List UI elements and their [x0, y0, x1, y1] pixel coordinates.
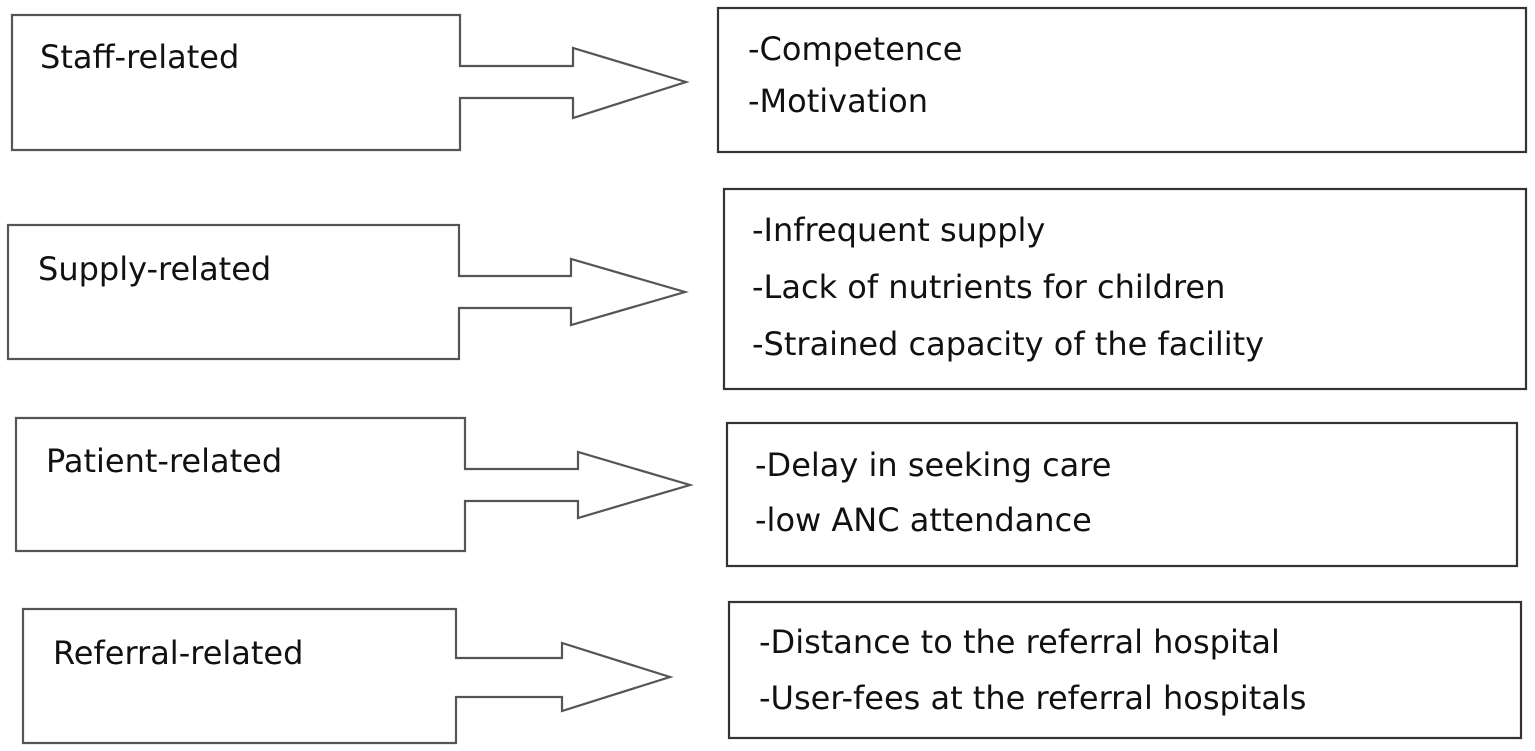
- item-patient-1: -Delay in seeking care: [755, 446, 1112, 484]
- item-referral-2: -User-fees at the referral hospitals: [759, 679, 1307, 717]
- category-label-supply: Supply-related: [38, 250, 272, 288]
- category-label-patient: Patient-related: [46, 442, 283, 480]
- item-staff-1: -Competence: [748, 30, 963, 68]
- item-box-referral: [727, 600, 1523, 740]
- item-supply-3: -Strained capacity of the facility: [752, 325, 1265, 363]
- category-label-staff: Staff-related: [40, 38, 240, 76]
- row-referral: [21, 600, 1523, 745]
- row-patient: [14, 416, 1519, 568]
- item-staff-2: -Motivation: [748, 82, 929, 120]
- item-supply-2: -Lack of nutrients for children: [752, 268, 1226, 306]
- arrow-shape-patient: [14, 416, 694, 553]
- row-staff: [10, 6, 1528, 154]
- row-supply: [6, 187, 1528, 391]
- category-label-referral: Referral-related: [53, 634, 304, 672]
- arrow-shape-staff: [10, 13, 690, 152]
- item-patient-2: -low ANC attendance: [755, 501, 1092, 539]
- item-box-staff: [716, 6, 1528, 154]
- arrow-shape-referral: [21, 607, 674, 745]
- arrow-shape-supply: [6, 223, 689, 361]
- item-box-patient: [725, 421, 1519, 568]
- item-referral-1: -Distance to the referral hospital: [759, 623, 1280, 661]
- item-supply-1: -Infrequent supply: [752, 211, 1046, 249]
- item-box-supply: [722, 187, 1528, 391]
